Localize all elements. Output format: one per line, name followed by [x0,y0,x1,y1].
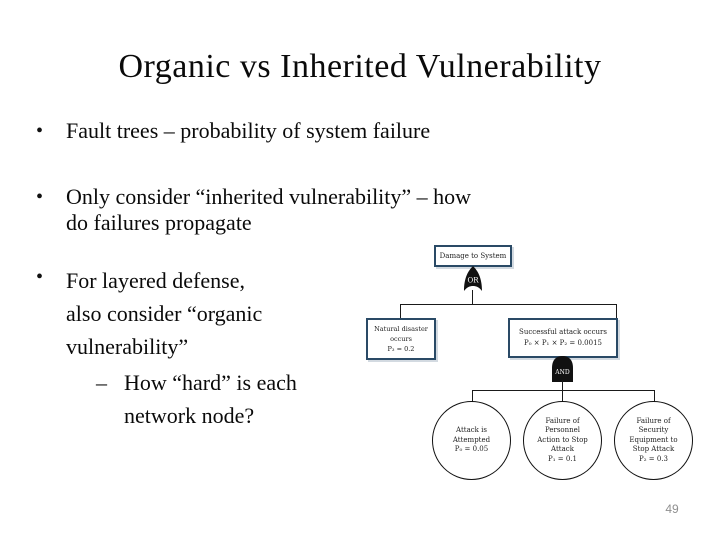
slide-title: Organic vs Inherited Vulnerability [118,48,602,85]
and-gate-label: AND [554,369,570,376]
connector-line [654,390,655,402]
bullet-text: Only consider “inherited vulnerability” … [66,184,472,235]
basic-event-equipment-failure: Failure of Security Equipment to Stop At… [614,401,693,480]
connector-line [472,390,655,391]
connector-line [562,380,563,390]
or-gate-icon: OR [464,266,482,291]
node-line: occurs [390,335,412,343]
bullet-item-fault-trees: • Fault trees – probability of system fa… [36,118,430,144]
top-event-box: Damage to System [434,245,512,267]
or-gate-label: OR [467,277,479,285]
node-line: P₀ × P₁ × P₂ = 0.0015 [524,339,602,347]
node-line: Failure of [636,416,671,425]
sub-bullet-text: How “hard” is each network node? [124,370,297,428]
bullet-icon: • [36,120,44,142]
node-line: Stop Attack [632,445,675,454]
connector-line [400,304,401,318]
dash-bullet-icon: – [96,370,107,395]
successful-attack-event-box: Successful attack occurs P₀ × P₁ × P₂ = … [508,318,618,358]
node-line: Security [638,426,669,435]
node-line: Personnel [544,426,581,435]
node-line: Damage to System [439,252,507,260]
node-line: Successful attack occurs [519,328,607,336]
node-line: P₂ = 0.3 [639,454,668,463]
and-gate-icon: AND [552,356,573,382]
basic-event-attack-attempted: Attack is Attempted P₀ = 0.05 [432,401,511,480]
bullet-icon: • [36,186,44,208]
connector-line [472,390,473,402]
connector-line [616,304,617,318]
node-line: Attack [551,445,574,454]
bullet-text: Fault trees – probability of system fail… [66,118,431,143]
node-line: Action to Stop [537,435,588,444]
sub-bullet-item-network-node: – How “hard” is each network node? [96,366,297,432]
bullet-icon: • [36,266,44,288]
node-line: Attempted [452,435,491,444]
node-line: P₀ = 0.05 [454,445,489,454]
basic-event-personnel-failure: Failure of Personnel Action to Stop Atta… [523,401,602,480]
node-line: Failure of [545,416,580,425]
node-line: Attack is [456,426,487,435]
bullet-item-inherited: • Only consider “inherited vulnerability… [36,184,471,236]
bullet-item-layered-defense: • For layered defense, also consider “or… [36,264,262,363]
node-line: P₁ = 0.1 [548,454,577,463]
node-line: P₃ = 0.2 [387,345,415,353]
node-line: Natural disaster [374,325,428,333]
page-number: 49 [665,502,679,516]
connector-line [562,390,563,402]
natural-disaster-event-box: Natural disaster occurs P₃ = 0.2 [366,318,436,360]
connector-line [400,304,617,305]
node-line: Equipment to [629,435,678,444]
bullet-text: For layered defense, also consider “orga… [66,268,263,359]
connector-line [472,290,473,304]
